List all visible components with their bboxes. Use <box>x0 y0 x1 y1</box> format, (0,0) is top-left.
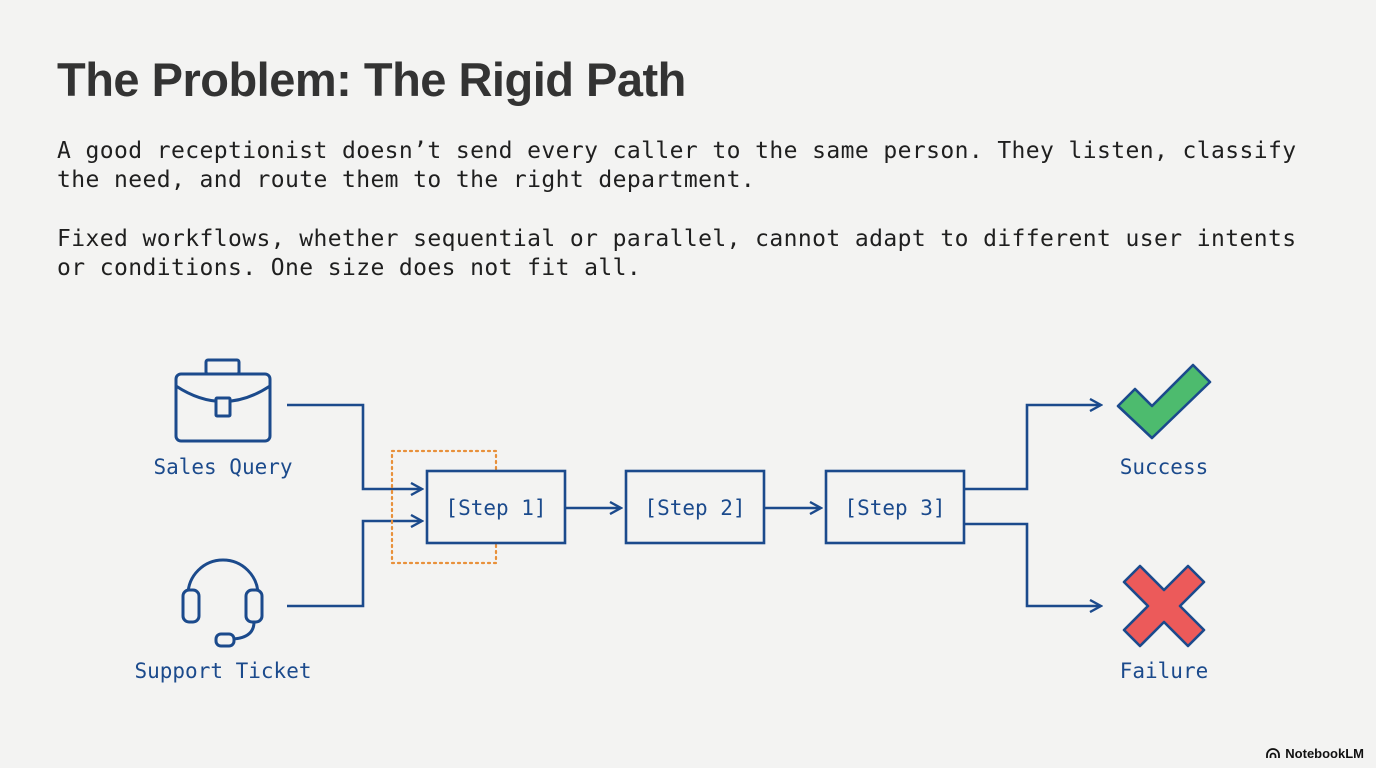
step-label-2: [Step 2] <box>644 496 745 520</box>
step-label-3: [Step 3] <box>844 496 945 520</box>
step-box-1: [Step 1] <box>425 469 567 545</box>
step-label-1: [Step 1] <box>445 496 546 520</box>
notebooklm-logo-icon <box>1266 748 1281 758</box>
outcome-label-success: Success <box>1120 455 1209 479</box>
success-connector <box>965 405 1101 491</box>
sales-connector <box>287 403 422 489</box>
problem-paragraph: Fixed workflows, whether sequential or p… <box>57 226 1297 281</box>
step-box-2: [Step 2] <box>624 469 766 545</box>
outcome-label-failure: Failure <box>1120 659 1209 683</box>
failure-connector <box>965 522 1101 606</box>
step-box-3: [Step 3] <box>824 469 966 545</box>
briefcase-icon <box>174 358 272 443</box>
input-label-sales: Sales Query <box>153 455 292 479</box>
brand-label: NotebookLM <box>1285 746 1364 761</box>
checkmark-icon <box>1116 363 1212 440</box>
input-label-support: Support Ticket <box>134 659 311 683</box>
notebooklm-brand: NotebookLM <box>1266 746 1364 761</box>
headset-icon <box>181 558 264 648</box>
support-connector <box>287 521 422 608</box>
page-title: The Problem: The Rigid Path <box>57 53 686 106</box>
cross-icon <box>1122 564 1206 648</box>
intro-paragraph: A good receptionist doesn’t send every c… <box>57 138 1297 193</box>
